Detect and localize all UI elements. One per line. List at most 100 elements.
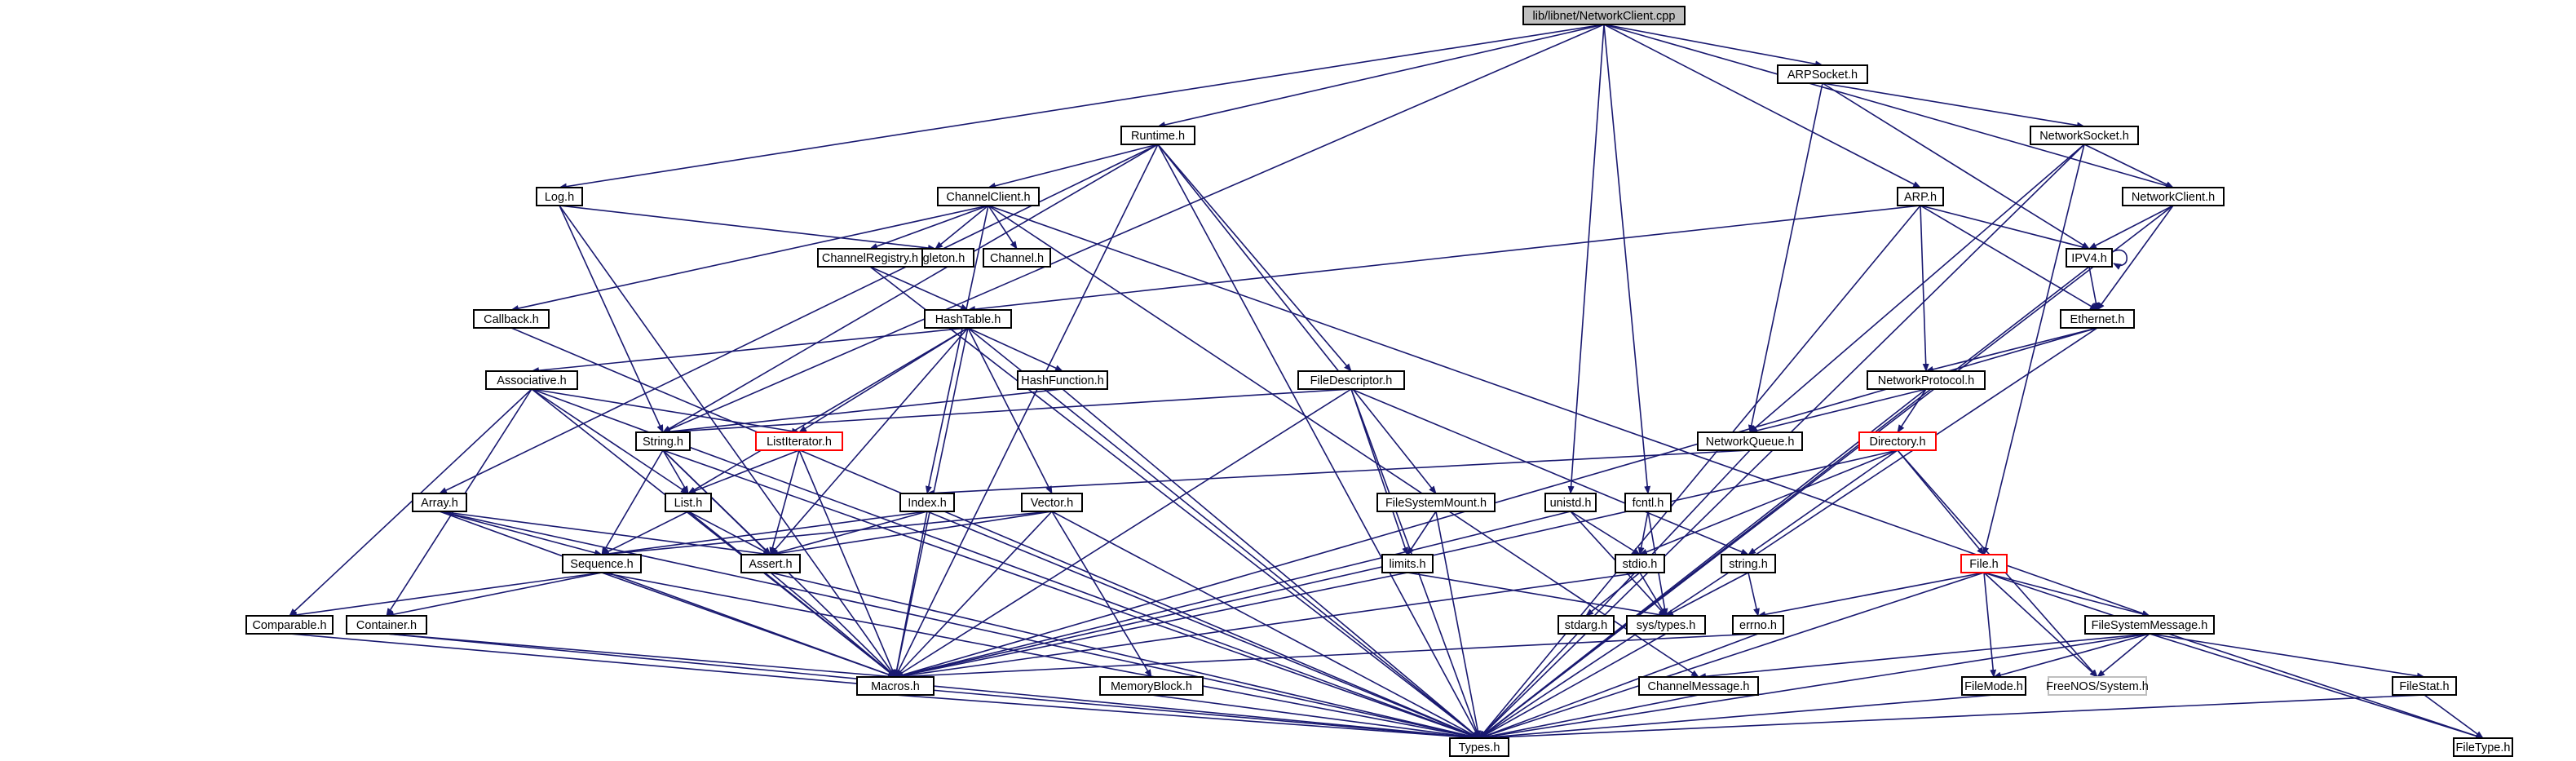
edge-index-to-sequence: [601, 511, 928, 557]
node-callback[interactable]: Callback.h: [473, 309, 550, 329]
edge-vector-to-sequence: [601, 511, 1053, 558]
node-networkprotocol[interactable]: NetworkProtocol.h: [1867, 370, 1986, 390]
edge-directory-to-stdio: [1639, 449, 1898, 555]
node-directory[interactable]: Directory.h: [1858, 431, 1937, 451]
node-list[interactable]: List.h: [665, 493, 712, 512]
node-arp[interactable]: ARP.h: [1897, 187, 1944, 206]
node-systypes[interactable]: sys/types.h: [1626, 615, 1706, 635]
edge-root-to-log: [559, 24, 1605, 190]
node-string[interactable]: String.h: [635, 431, 691, 451]
edge-hashtable-to-hashfunction: [967, 327, 1063, 372]
edge-filedescriptor-to-limits: [1350, 388, 1408, 555]
edge-runtime-to-filesystemmount: [1157, 144, 1437, 494]
edge-associative-to-comparable: [289, 388, 532, 617]
node-stdarg[interactable]: stdarg.h: [1558, 615, 1615, 635]
node-channel[interactable]: Channel.h: [983, 248, 1051, 268]
edge-channelclient-to-index: [925, 205, 989, 494]
edge-errno-to-types: [1478, 633, 1759, 739]
node-file[interactable]: File.h: [1960, 554, 2008, 573]
node-types[interactable]: Types.h: [1449, 737, 1509, 757]
node-macros[interactable]: Macros.h: [856, 676, 935, 696]
node-stringh[interactable]: string.h: [1721, 554, 1776, 573]
node-associative[interactable]: Associative.h: [485, 370, 578, 390]
node-box: [1638, 676, 1759, 696]
node-label: ARP.h: [1904, 191, 1937, 204]
node-box: [1624, 493, 1672, 512]
node-freenossystem[interactable]: FreeNOS/System.h: [2046, 676, 2149, 696]
node-channelmessage[interactable]: ChannelMessage.h: [1638, 676, 1759, 696]
node-channelregistry[interactable]: ChannelRegistry.h: [817, 248, 923, 268]
edge-networkprotocol-to-types: [1478, 388, 1927, 739]
edge-hashtable-to-assert: [770, 327, 969, 555]
node-vector[interactable]: Vector.h: [1021, 493, 1083, 512]
edge-list-to-assert: [687, 511, 771, 555]
node-box: [2066, 248, 2113, 268]
node-filesystemmessage[interactable]: FileSystemMessage.h: [2084, 615, 2215, 635]
node-sequence[interactable]: Sequence.h: [562, 554, 642, 573]
node-filesystemmount[interactable]: FileSystemMount.h: [1376, 493, 1496, 512]
edge-associative-to-listiterator: [531, 388, 800, 435]
node-comparable[interactable]: Comparable.h: [245, 615, 334, 635]
node-label: ChannelMessage.h: [1648, 680, 1750, 693]
node-box: [485, 370, 578, 390]
edge-log-to-singleton: [559, 205, 936, 251]
node-ipv4[interactable]: IPV4.h: [2066, 248, 2113, 268]
node-arpsocket[interactable]: ARPSocket.h: [1777, 64, 1868, 84]
node-ethernet[interactable]: Ethernet.h: [2060, 309, 2135, 329]
node-memoryblock[interactable]: MemoryBlock.h: [1099, 676, 1204, 696]
node-box: [1017, 370, 1108, 390]
node-label: ChannelRegistry.h: [822, 252, 918, 265]
node-runtime[interactable]: Runtime.h: [1120, 126, 1195, 145]
node-index[interactable]: Index.h: [899, 493, 955, 512]
node-box: [1120, 126, 1195, 145]
edge-arpsocket-to-networkqueue: [1748, 82, 1823, 433]
node-label: string.h: [1729, 558, 1768, 571]
edge-channelmessage-to-types: [1478, 694, 1699, 741]
edge-unistd-to-stdio: [1570, 511, 1641, 555]
node-networkqueue[interactable]: NetworkQueue.h: [1697, 431, 1803, 451]
edge-list-to-sequence: [601, 511, 689, 555]
node-container[interactable]: Container.h: [346, 615, 427, 635]
node-filemode[interactable]: FileMode.h: [1961, 676, 2026, 696]
node-box: [983, 248, 1051, 268]
node-limits[interactable]: limits.h: [1381, 554, 1434, 573]
node-array[interactable]: Array.h: [412, 493, 467, 512]
node-box: [2122, 187, 2225, 206]
node-box: [817, 248, 923, 268]
node-channelclient[interactable]: ChannelClient.h: [937, 187, 1040, 206]
edge-filesystemmessage-to-filemode: [1993, 633, 2150, 679]
node-listiterator[interactable]: ListIterator.h: [755, 431, 843, 451]
node-log[interactable]: Log.h: [536, 187, 583, 206]
node-box: [245, 615, 334, 635]
node-hashtable[interactable]: HashTable.h: [924, 309, 1012, 329]
node-label: String.h: [643, 436, 683, 449]
node-assert[interactable]: Assert.h: [740, 554, 801, 573]
node-box: [412, 493, 467, 512]
node-label: stdarg.h: [1565, 619, 1607, 632]
node-label: Associative.h: [497, 374, 566, 387]
node-hashfunction[interactable]: HashFunction.h: [1017, 370, 1108, 390]
node-errno[interactable]: errno.h: [1732, 615, 1784, 635]
edge-channelclient-to-singleton: [935, 205, 989, 250]
edge-runtime-to-channelclient: [988, 144, 1159, 189]
node-layer: lib/libnet/NetworkClient.cppARPSocket.hR…: [245, 6, 2513, 757]
node-box: [665, 493, 712, 512]
node-networkclient[interactable]: NetworkClient.h: [2122, 187, 2225, 206]
node-networksocket[interactable]: NetworkSocket.h: [2030, 126, 2139, 145]
node-box: [2392, 676, 2457, 696]
node-box: [1021, 493, 1083, 512]
edge-file-to-filemode: [1983, 572, 1997, 678]
node-stdio[interactable]: stdio.h: [1615, 554, 1665, 573]
node-fcntl[interactable]: fcntl.h: [1624, 493, 1672, 512]
node-box: [2084, 615, 2215, 635]
node-filestat[interactable]: FileStat.h: [2392, 676, 2457, 696]
node-filedescriptor[interactable]: FileDescriptor.h: [1297, 370, 1405, 390]
edge-stdio-to-systypes: [1639, 572, 1667, 617]
edge-hashfunction-to-types: [1062, 388, 1480, 739]
edge-listiterator-to-assert: [769, 449, 800, 555]
node-box: [2453, 737, 2513, 757]
node-filetype[interactable]: FileType.h: [2453, 737, 2513, 757]
edge-index-to-macros: [893, 511, 928, 678]
node-unistd[interactable]: unistd.h: [1544, 493, 1597, 512]
node-box: [2048, 676, 2147, 696]
